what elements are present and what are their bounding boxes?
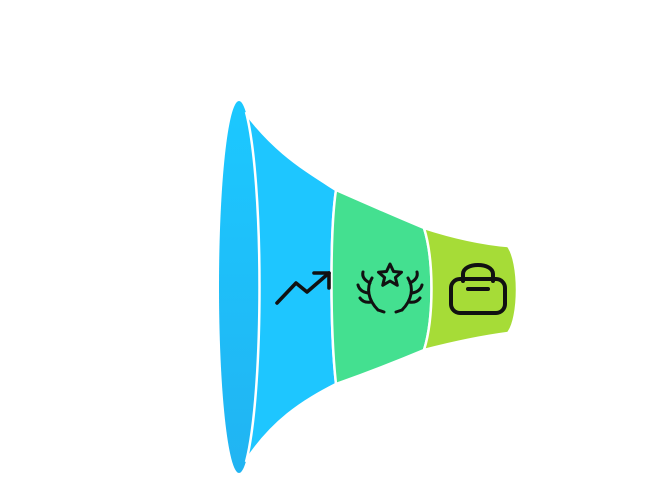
- funnel-stage-2: [330, 188, 433, 386]
- funnel-mouth-rim: [244, 111, 261, 463]
- funnel-mouth: [219, 101, 259, 473]
- trending-up-icon: [275, 271, 331, 305]
- shopping-bag-icon: [449, 263, 507, 315]
- award-star-laurel-icon: [356, 262, 424, 314]
